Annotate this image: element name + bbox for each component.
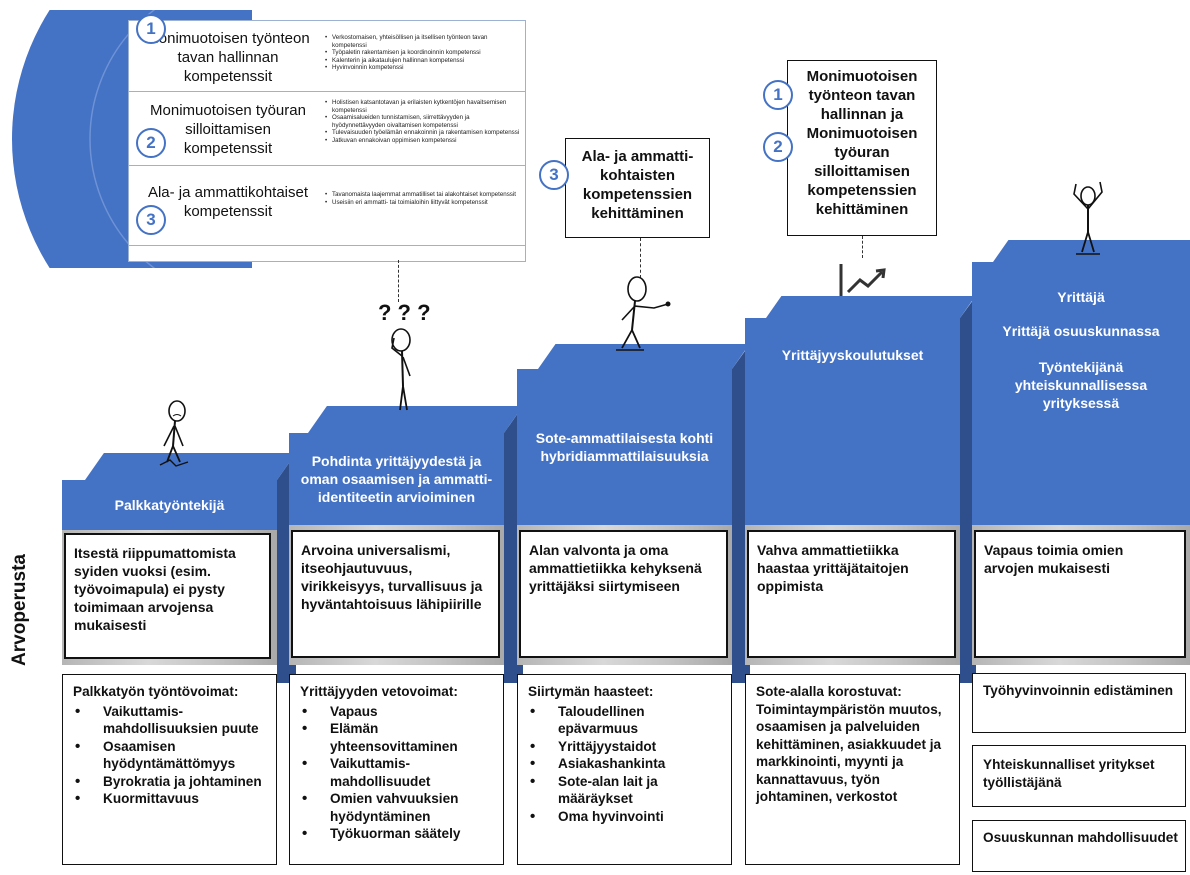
pillar-4-value: Vahva ammattietiikka haastaa yrittäjätai…	[757, 542, 909, 594]
competence-row-2: Monimuotoisen työuran silloittamisen kom…	[129, 91, 525, 166]
side-label: Arvoperusta	[9, 554, 30, 666]
pillar-4-value-box: Vahva ammattietiikka haastaa yrittäjätai…	[747, 530, 956, 658]
competence-bullet: Tavanomaista laajemmat ammatilliset tai …	[325, 191, 521, 199]
pillar-3-bottom-heading: Siirtymän haasteet:	[528, 684, 654, 699]
number-badge-3b: 3	[539, 160, 569, 190]
number-badge-1: 1	[136, 14, 166, 44]
list-item: Byrokratia ja johtaminen	[73, 773, 270, 791]
pillar-4-bottom-text: Sote-alalla korostuvat: Toimintaympärist…	[756, 684, 942, 804]
callout-ala-text: Ala- ja ammatti-kohtaisten kompetenssien…	[581, 148, 694, 222]
pillar-1-title: Palkkatyöntekijä	[114, 497, 225, 513]
pillar-3-bottom-list: Taloudellinen epävarmuus Yrittäjyystaido…	[528, 703, 725, 826]
list-item: Oma hyvinvointi	[528, 808, 725, 826]
list-item: Sote-alan lait ja määräykset	[528, 773, 725, 808]
list-item: Asiakashankinta	[528, 755, 725, 773]
callout-monimuotoisen-text: Monimuotoisen työnteon tavan hallinnan j…	[806, 68, 918, 218]
competence-bullets: Holistisen katsantotavan ja erilaisten k…	[325, 99, 521, 145]
competence-row-3: Ala- ja ammattikohtaiset kompetenssit Ta…	[129, 165, 525, 246]
question-marks: ? ? ?	[378, 300, 431, 325]
pillar-1-value: Itsestä riippumattomista syiden vuoksi (…	[74, 545, 236, 633]
number-badge-1b: 1	[763, 80, 793, 110]
list-item: Taloudellinen epävarmuus	[528, 703, 725, 738]
list-item: Osaamisen hyödyntämättömyys	[73, 738, 270, 773]
pillar-5-title-2: Yrittäjä osuuskunnassa	[1002, 323, 1160, 339]
pillar-5-value: Vapaus toimia omien arvojen mukaisesti	[984, 542, 1124, 576]
pillar-5-front: Yrittäjä Yrittäjä osuuskunnassa Työnteki…	[972, 262, 1190, 525]
pillar-1-bottom-heading: Palkkatyön työntövoimat:	[73, 684, 239, 699]
callout-ala: Ala- ja ammatti-kohtaisten kompetenssien…	[565, 138, 710, 238]
pillar-1-bottom-list: Vaikuttamis-mahdollisuuksien puute Osaam…	[73, 703, 270, 808]
competence-title: Monimuotoisen työnteon tavan hallinnan k…	[146, 30, 310, 85]
competence-panel: Monimuotoisen työnteon tavan hallinnan k…	[128, 20, 526, 262]
pillar-4-bottom-box: Sote-alalla korostuvat: Toimintaympärist…	[745, 674, 960, 865]
pillar-3-bottom-box: Siirtymän haasteet: Taloudellinen epävar…	[517, 674, 732, 865]
pillar-1-bottom-box: Palkkatyön työntövoimat: Vaikuttamis-mah…	[62, 674, 277, 865]
number-badge-2b: 2	[763, 132, 793, 162]
pillar-1-front: Palkkatyöntekijä	[62, 480, 277, 530]
pillar-3-value-box: Alan valvonta ja oma ammattietiikka kehy…	[519, 530, 728, 658]
list-item: Vaikuttamis-mahdollisuudet	[300, 755, 497, 790]
pillar-3-front: Sote-ammattilaisesta kohti hybridiammatt…	[517, 369, 732, 525]
competence-bullet: Verkostomaisen, yhteisöllisen ja itselli…	[325, 34, 521, 49]
pillar-1-value-box: Itsestä riippumattomista syiden vuoksi (…	[64, 533, 271, 659]
list-item: Omien vahvuuksien hyödyntäminen	[300, 790, 497, 825]
list-item: Työkuorman säätely	[300, 825, 497, 843]
list-item: Kuormittavuus	[73, 790, 270, 808]
list-item: Vaikuttamis-mahdollisuuksien puute	[73, 703, 270, 738]
pillar-5-bottom-text: Osuuskunnan mahdollisuudet	[983, 830, 1178, 845]
competence-bullet: Useisiin eri ammatti- tai toimialoihin l…	[325, 199, 521, 207]
competence-bullet: Osaamisalueiden tunnistamisen, siirrettä…	[325, 114, 521, 129]
stick-figure-walking	[606, 274, 672, 356]
list-item: Yrittäjyystaidot	[528, 738, 725, 756]
pillar-5-bottom-text: Työhyvinvoinnin edistäminen	[983, 683, 1174, 698]
competence-bullet: Holistisen katsantotavan ja erilaisten k…	[325, 99, 521, 114]
pillar-2-front: Pohdinta yrittäjyydestä ja oman osaamise…	[289, 433, 504, 525]
number-badge-2: 2	[136, 128, 166, 158]
pillar-3-title: Sote-ammattilaisesta kohti hybridiammatt…	[535, 430, 714, 464]
pillar-5-title-1: Yrittäjä	[1057, 289, 1105, 305]
pillar-4-title: Yrittäjyyskoulutukset	[781, 347, 924, 363]
competence-bullet: Tulevaisuuden työelämän ennakoinnin ja r…	[325, 129, 521, 137]
pillar-2-title: Pohdinta yrittäjyydestä ja oman osaamise…	[300, 453, 493, 505]
competence-title: Monimuotoisen työuran silloittamisen kom…	[150, 102, 306, 157]
competence-title: Ala- ja ammattikohtaiset kompetenssit	[147, 184, 309, 220]
number-badge-3: 3	[136, 205, 166, 235]
stick-figure-thinking	[384, 326, 424, 414]
pillar-5-value-box: Vapaus toimia omien arvojen mukaisesti	[974, 530, 1186, 658]
pillar-2-value: Arvoina universalismi, itseohjautuvuus, …	[301, 542, 483, 612]
dashed-connector	[398, 260, 399, 302]
pillar-5-bottom-box-2: Yhteiskunnalliset yritykset työllistäjän…	[972, 745, 1186, 807]
list-item: Vapaus	[300, 703, 497, 721]
pillar-3-value: Alan valvonta ja oma ammattietiikka kehy…	[529, 542, 702, 594]
pillar-5-bottom-text: Yhteiskunnalliset yritykset työllistäjän…	[983, 757, 1155, 790]
pillar-4-front: Yrittäjyyskoulutukset	[745, 318, 960, 525]
pillar-2-bottom-list: Vapaus Elämän yhteensovittaminen Vaikutt…	[300, 703, 497, 843]
pillar-5-bottom-box-1: Työhyvinvoinnin edistäminen	[972, 673, 1186, 733]
list-item: Elämän yhteensovittaminen	[300, 720, 497, 755]
competence-bullets: Tavanomaista laajemmat ammatilliset tai …	[325, 191, 521, 206]
pillar-2-value-box: Arvoina universalismi, itseohjautuvuus, …	[291, 530, 500, 658]
pillar-5-title-3: Työntekijänä yhteiskunnallisessa yrityks…	[1014, 359, 1148, 411]
callout-monimuotoisen: Monimuotoisen työnteon tavan hallinnan j…	[787, 60, 937, 236]
dashed-connector	[640, 238, 641, 278]
pillar-2-bottom-box: Yrittäjyyden vetovoimat: Vapaus Elämän y…	[289, 674, 504, 865]
competence-bullet: Hyvinvoinnin kompetenssi	[325, 64, 521, 72]
competence-row-1: Monimuotoisen työnteon tavan hallinnan k…	[129, 21, 525, 92]
competence-bullet: Työpaletin rakentamisen ja koordinoinnin…	[325, 49, 521, 57]
pillar-5-bottom-box-3: Osuuskunnan mahdollisuudet	[972, 820, 1186, 872]
dashed-connector	[862, 236, 863, 258]
competence-bullet: Jatkuvan ennakoivan oppimisen kompetenss…	[325, 137, 521, 145]
stick-figure-sad	[150, 400, 198, 470]
stick-figure-cheering	[1068, 178, 1108, 258]
competence-bullet: Kalenterin ja aikataulujen hallinnan kom…	[325, 57, 521, 65]
pillar-2-bottom-heading: Yrittäjyyden vetovoimat:	[300, 684, 458, 699]
competence-bullets: Verkostomaisen, yhteisöllisen ja itselli…	[325, 34, 521, 72]
pillar-4-top	[766, 296, 976, 318]
